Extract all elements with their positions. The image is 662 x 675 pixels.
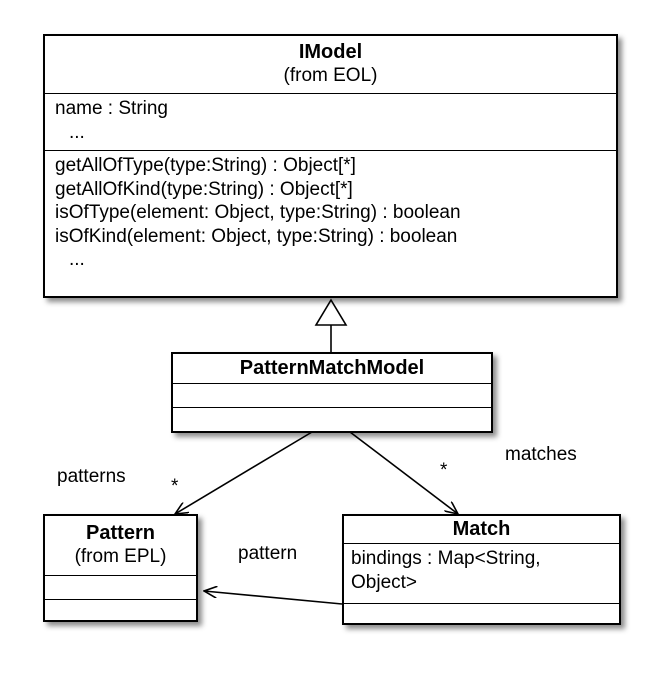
- patterns-label: patterns: [57, 466, 126, 487]
- patterns-association-line: [175, 431, 313, 514]
- matches-association-line: [349, 431, 458, 514]
- patternmatchmodel-attributes: [173, 384, 491, 408]
- imodel-operation: isOfType(element: Object, type:String) :…: [55, 202, 461, 223]
- match-header: Match: [344, 516, 619, 544]
- imodel-operation: getAllOfKind(type:String) : Object[*]: [55, 178, 353, 200]
- pattern-operations: [45, 600, 196, 620]
- imodel-operation: isOfKind(element: Object, type:String) :…: [55, 225, 458, 247]
- generalization-triangle: [314, 298, 348, 326]
- match-attributes: bindings : Map<String, Object>: [344, 544, 619, 604]
- imodel-name: IModel: [298, 41, 363, 63]
- match-attribute: Object>: [351, 571, 418, 593]
- matches-multiplicity: *: [440, 460, 448, 481]
- pattern-header: Pattern (from EPL): [45, 516, 196, 576]
- imodel-class[interactable]: IModel (from EOL) name : String ... getA…: [43, 34, 618, 298]
- imodel-attribute-ellipsis: ...: [69, 121, 85, 143]
- patternmatchmodel-class[interactable]: PatternMatchModel: [171, 352, 493, 433]
- pattern-class[interactable]: Pattern (from EPL): [43, 514, 198, 622]
- match-name: Match: [452, 518, 511, 540]
- match-attribute: bindings : Map<String,: [351, 548, 541, 569]
- match-operations: [344, 604, 619, 623]
- imodel-operation-ellipsis: ...: [69, 249, 85, 270]
- imodel-operations: getAllOfType(type:String) : Object[*] ge…: [45, 151, 616, 272]
- pattern-association-line: [204, 591, 343, 605]
- imodel-source: (from EOL): [283, 65, 378, 86]
- imodel-attribute: name : String: [55, 98, 168, 119]
- pattern-attributes: [45, 576, 196, 600]
- pattern-name: Pattern: [86, 522, 155, 544]
- imodel-header: IModel (from EOL): [45, 36, 616, 94]
- imodel-operation: getAllOfType(type:String) : Object[*]: [55, 155, 356, 176]
- pattern-label: pattern: [238, 543, 298, 564]
- patternmatchmodel-header: PatternMatchModel: [173, 354, 491, 384]
- imodel-attributes: name : String ...: [45, 94, 616, 151]
- patterns-multiplicity: *: [171, 476, 179, 497]
- matches-label: matches: [505, 444, 577, 465]
- pattern-source: (from EPL): [74, 546, 167, 567]
- patternmatchmodel-name: PatternMatchModel: [239, 357, 425, 379]
- match-class[interactable]: Match bindings : Map<String, Object>: [342, 514, 621, 625]
- patternmatchmodel-operations: [173, 408, 491, 431]
